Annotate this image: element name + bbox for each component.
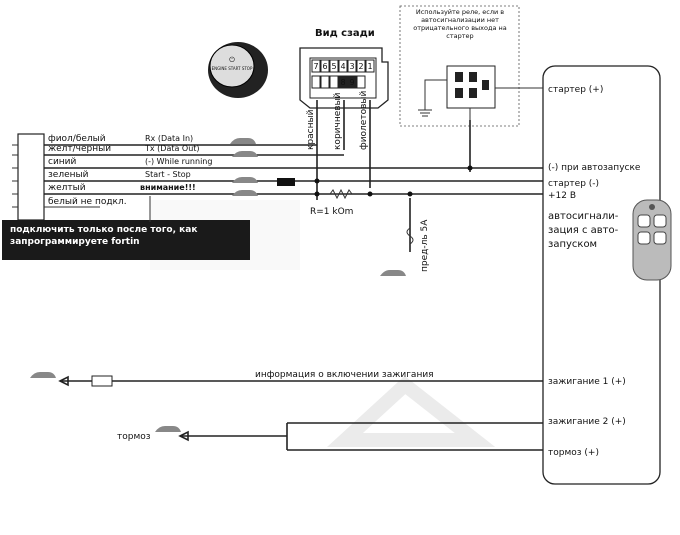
resistor-label: R=1 kOm <box>310 207 353 217</box>
label-ignition2: зажигание 2 (+) <box>548 417 626 427</box>
label-violet-wire: фиолетовый <box>359 91 369 150</box>
wire-signal-label: Rx (Data In) <box>145 134 193 143</box>
warning-text: подключить только после того, как запрог… <box>10 225 198 247</box>
label-starter-plus: стартер (+) <box>548 85 603 95</box>
arrow-left-icon <box>178 430 189 442</box>
brake-left-label: тормоз <box>117 432 151 442</box>
fuse-symbol <box>406 227 414 245</box>
resistor-icon <box>329 188 353 200</box>
wire-signal-label: Start - Stop <box>145 170 191 179</box>
connector-pin <box>347 59 357 73</box>
wire-color-label: синий <box>48 157 77 167</box>
wire-color-label: зеленый <box>48 170 89 180</box>
key-fob-icon <box>632 199 672 281</box>
connector-pin <box>365 59 375 73</box>
connector-pin <box>338 59 348 73</box>
connector-pin <box>338 75 348 89</box>
connector-pin-number: 4 <box>340 62 345 71</box>
diode-icon <box>277 178 295 186</box>
connector-pin <box>329 75 339 89</box>
relay-note: Используйте реле, если в автосигнализаци… <box>413 8 507 40</box>
connector-pin-number: 8 <box>340 78 345 87</box>
connector-pin-number: 5 <box>331 62 336 71</box>
arrow-left-icon <box>58 375 69 387</box>
wire-color-label: желтый <box>48 183 86 193</box>
connector-pin-number: 1 <box>367 62 372 71</box>
label-ignition1: зажигание 1 (+) <box>548 377 626 387</box>
connector-pin <box>356 59 366 73</box>
button-text: ENGINE START STOP <box>212 66 253 71</box>
wire-signal-label: (-) While running <box>145 157 212 166</box>
fuse-inline-icon <box>91 375 113 387</box>
label-red-wire: красный <box>306 109 316 150</box>
connector-pin <box>347 75 357 89</box>
connector-pin-number: 7 <box>313 62 318 71</box>
connector-pin <box>311 75 321 89</box>
ignition-info-label: информация о включении зажигания <box>255 370 434 380</box>
label-brake-right: тормоз (+) <box>548 448 599 458</box>
wire-color-label: желт/черный <box>48 144 111 154</box>
watermark <box>327 375 496 447</box>
rear-view-title: Вид сзади <box>315 28 375 39</box>
connector-pin <box>320 75 330 89</box>
relay-icon <box>418 65 543 120</box>
label-minus-autostart: (-) при автозапуске <box>548 163 641 173</box>
warning-box <box>2 220 250 260</box>
connector-pin <box>311 59 321 73</box>
connector-pin-number: 9 <box>349 78 354 87</box>
wire-color-label: фиол/белый <box>48 134 106 144</box>
connector-pin-number: 2 <box>358 62 363 71</box>
connector-pin <box>320 59 330 73</box>
label-fuse: пред-ль 5А <box>420 219 430 272</box>
connector-pin <box>329 59 339 73</box>
connector-pin-number: 3 <box>349 62 354 71</box>
harness-bracket <box>17 133 45 221</box>
connector-pin <box>356 75 366 89</box>
connector-pin-number: 6 <box>322 62 327 71</box>
relay-note-box <box>399 5 520 127</box>
wire-signal-label: Tx (Data Out) <box>144 144 200 153</box>
car-icon <box>30 138 406 432</box>
wire-color-label: белый не подкл. <box>48 197 127 207</box>
wire-signal-label: внимание!!! <box>140 183 196 192</box>
label-brown-wire: коричневый <box>333 92 343 150</box>
label-plus12: +12 В <box>548 191 576 201</box>
svg-text:⏻: ⏻ <box>229 56 235 64</box>
start-stop-button-icon: ⏻ ENGINE START STOP <box>208 42 268 98</box>
label-alarm: автосигнали- зация с авто- запуском <box>548 211 619 250</box>
label-starter-minus: стартер (-) <box>548 179 599 189</box>
